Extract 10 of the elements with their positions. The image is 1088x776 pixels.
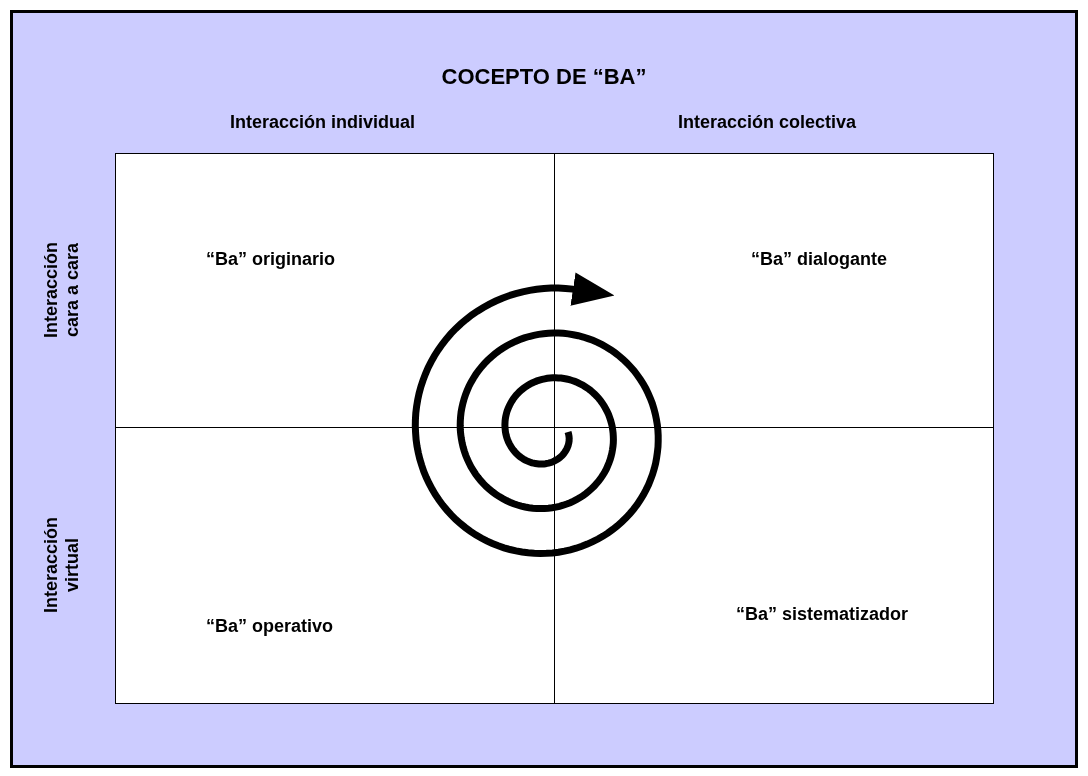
quadrant-label: “Ba” dialogante	[751, 249, 888, 270]
column-header: Interacción colectiva	[678, 112, 857, 133]
quadrant-label: “Ba” operativo	[206, 616, 334, 637]
quadrant-label: “Ba” sistematizador	[736, 604, 909, 625]
quadrant-grid	[115, 153, 994, 704]
row-header: Interacción cara a cara	[41, 241, 83, 340]
column-header: Interacción individual	[230, 112, 416, 133]
title: COCEPTO DE “BA”	[440, 64, 648, 90]
row-header: Interacción virtual	[41, 516, 83, 615]
quadrant-label: “Ba” originario	[206, 249, 335, 270]
